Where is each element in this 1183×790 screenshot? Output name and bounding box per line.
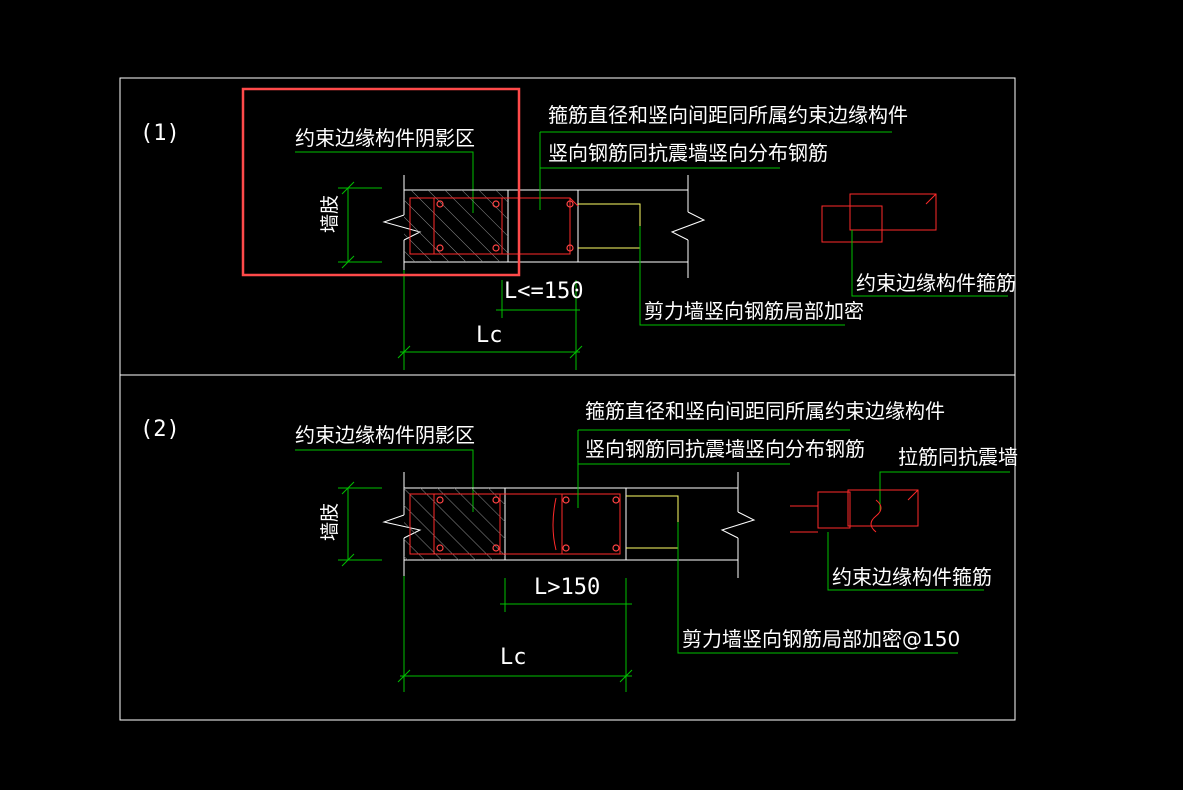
panel-2-stirrup-legend-leader (827, 532, 984, 591)
panel-1-stirrup-note-line1: 箍筋直径和竖向间距同所属约束边缘构件 (548, 103, 908, 127)
panel-1-dim-total-tick-left (397, 345, 411, 359)
panel-1: (1) 约束边缘构件阴影区 墙肢 (140, 87, 1016, 370)
panel-1-dim-small-text: L<=150 (504, 279, 583, 304)
panel-1-vert-dim-tick-bot (341, 255, 355, 269)
panel-1-dim-total-tick-right (569, 345, 583, 359)
panel-2-vert-dim-tick-bot (341, 553, 355, 567)
panel-1-stirrup-legend-icon (821, 193, 937, 243)
panel-2-stirrup-legend-label: 约束边缘构件箍筋 (832, 565, 992, 589)
drawing-frame (119, 77, 1016, 721)
panel-2-stirrup-legend-icon (790, 489, 919, 533)
panel-2-rebar (409, 493, 621, 555)
panel-2-local-rebar-leader (677, 522, 958, 654)
panel-1-dim-total-text: Lc (476, 323, 503, 348)
panel-1-rebar (409, 197, 579, 255)
panel-1-index: (1) (140, 121, 180, 146)
panel-2: (2) 约束边缘构件阴影区 墙肢 (140, 399, 1018, 692)
panel-2-stirrup-note-line1: 箍筋直径和竖向间距同所属约束边缘构件 (585, 399, 945, 423)
panel-2-shadow-zone-label: 约束边缘构件阴影区 (295, 423, 475, 447)
panel-2-stirrup-note-line2: 竖向钢筋同抗震墙竖向分布钢筋 (585, 437, 865, 461)
panel-1-stirrup-legend-leader (851, 230, 1008, 297)
panel-2-added-rebar (626, 495, 679, 549)
panel-1-stirrup-legend-label: 约束边缘构件箍筋 (856, 271, 1016, 295)
panel-2-tie-leader (879, 471, 1010, 512)
panel-1-shadow-zone-hatch (404, 190, 508, 262)
panel-2-shadow-zone-hatch (404, 488, 505, 560)
panel-2-rebar-dots (436, 496, 620, 552)
panel-2-local-rebar-note: 剪力墙竖向钢筋局部加密@150 (682, 627, 960, 651)
panel-2-dim-small-text: L>150 (534, 575, 600, 600)
highlight-box (241, 87, 521, 277)
panel-2-index: (2) (140, 417, 180, 442)
panel-2-dim-total-tick-right (619, 669, 633, 683)
panel-1-local-rebar-leader (639, 226, 845, 326)
panel-1-stirrup-note-line2: 竖向钢筋同抗震墙竖向分布钢筋 (548, 141, 828, 165)
panel-2-vert-dim-tick-top (341, 481, 355, 495)
panel-2-dim-total-tick-left (397, 669, 411, 683)
panel-1-rebar-dots (436, 200, 574, 252)
panel-1-vert-dim-tick-top (341, 181, 355, 195)
panel-2-tie-note: 拉筋同抗震墙 (898, 445, 1018, 469)
panel-1-local-rebar-note: 剪力墙竖向钢筋局部加密 (644, 299, 864, 323)
panel-1-shadow-zone-label: 约束边缘构件阴影区 (295, 126, 475, 150)
panel-2-vertical-label: 墙肢 (319, 503, 341, 541)
panel-1-vertical-label: 墙肢 (319, 195, 341, 233)
panel-1-added-rebar (578, 203, 641, 249)
panel-2-dim-total-text: Lc (500, 645, 527, 670)
